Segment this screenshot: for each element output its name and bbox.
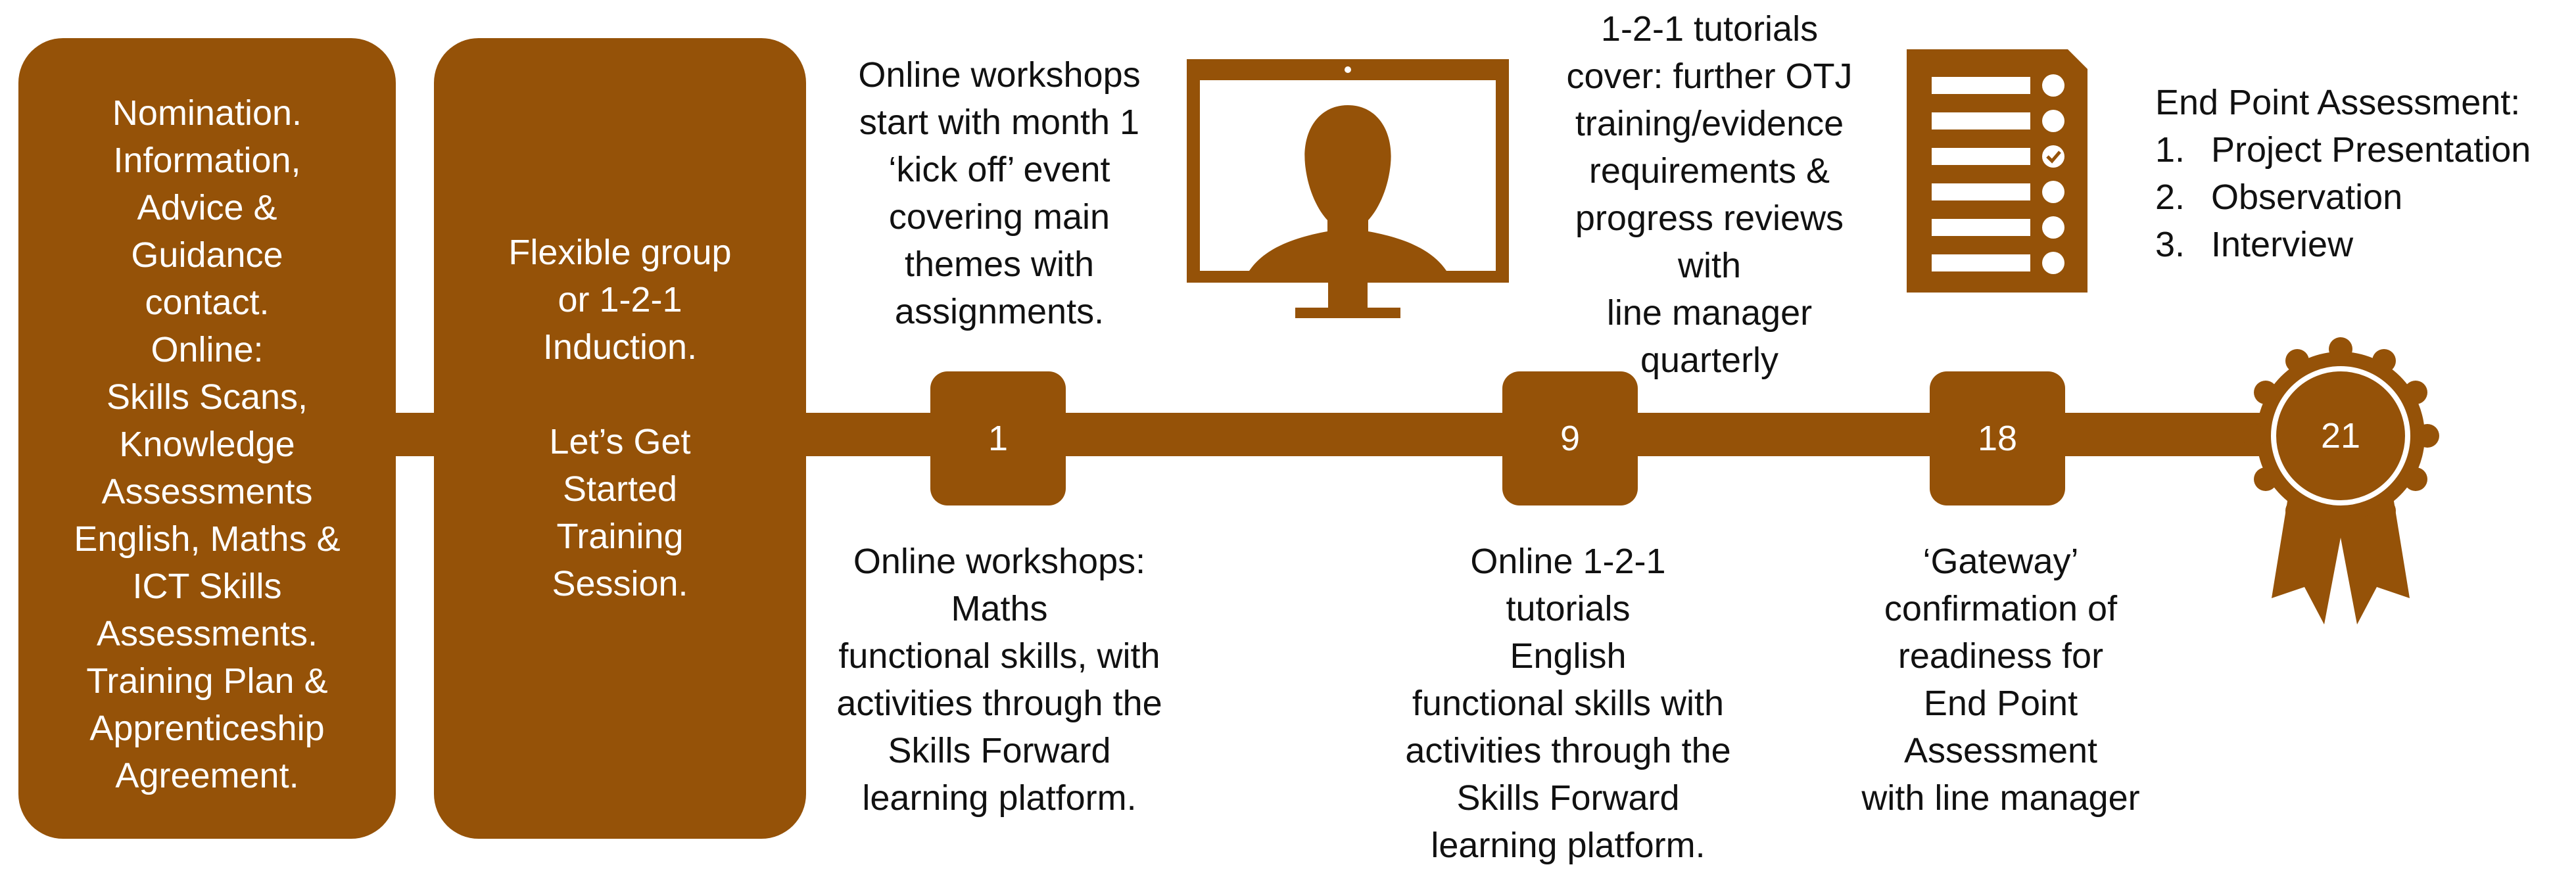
- box1-line: Skills Scans,: [106, 377, 308, 417]
- text-line: start with month 1: [859, 103, 1140, 142]
- text-line: covering main: [888, 197, 1110, 237]
- box1-line: Advice &: [137, 188, 277, 227]
- text-line: quarterly: [1640, 341, 1779, 380]
- box1-line: Nomination.: [112, 93, 302, 133]
- text-line: Online workshops:: [853, 542, 1146, 581]
- text-line: functional skills, with: [838, 636, 1160, 676]
- text-line: readiness for: [1897, 636, 2104, 676]
- box1-line: Information,: [113, 141, 301, 180]
- text-line: Assessment: [1903, 731, 2098, 770]
- text-line: requirements &: [1588, 151, 1830, 191]
- milestone-node-1: 1: [930, 371, 1066, 505]
- text-line: activities through the: [836, 684, 1162, 723]
- text-line: ‘Gateway’: [1922, 542, 2079, 581]
- text-line: training/evidence: [1575, 104, 1844, 143]
- box1-line: Training Plan &: [86, 661, 328, 701]
- text-line: assignments.: [894, 292, 1105, 331]
- box1-line: Apprenticeship: [89, 709, 325, 748]
- epa-item: 1. Project Presentation: [2155, 126, 2531, 174]
- text-line: Online workshops: [858, 55, 1141, 95]
- box2-spacer: [508, 371, 731, 418]
- bottom-text-maths: Online workshops: Maths functional skill…: [802, 538, 1197, 822]
- epa-item-num: 3.: [2155, 225, 2185, 264]
- milestone-label: 9: [1560, 419, 1581, 458]
- epa-item: 3. Interview: [2155, 221, 2531, 268]
- box2-line: or 1-2-1: [558, 280, 682, 319]
- box1-line: Guidance: [131, 235, 283, 275]
- stage-box-induction: Flexible group or 1-2-1 Induction. Let’s…: [434, 38, 806, 839]
- epa-item: 2. Observation: [2155, 174, 2531, 221]
- text-line: line manager: [1606, 293, 1813, 333]
- stage-box-induction-text: Flexible group or 1-2-1 Induction. Let’s…: [508, 229, 731, 839]
- text-line: confirmation of: [1884, 589, 2118, 628]
- stage-box-nomination: Nomination. Information, Advice & Guidan…: [18, 38, 396, 839]
- milestone-node-21: 21: [2275, 411, 2406, 461]
- epa-title: End Point Assessment:: [2155, 83, 2521, 122]
- box2-line: Induction.: [542, 327, 698, 367]
- box2-line: Started: [562, 469, 678, 509]
- box2-line: Flexible group: [508, 233, 732, 272]
- epa-item-num: 1.: [2155, 130, 2185, 170]
- milestone-node-18: 18: [1930, 371, 2065, 505]
- text-line: 1-2-1 tutorials: [1600, 9, 1819, 49]
- checklist-document-icon: [1907, 49, 2087, 293]
- box1-line: contact.: [145, 283, 270, 322]
- text-line: Online 1-2-1: [1470, 542, 1666, 581]
- text-line: ‘kick off’ event: [888, 150, 1110, 189]
- award-rosette-icon: [2242, 337, 2439, 624]
- box1-line: English, Maths &: [74, 519, 341, 559]
- box1-line: Online:: [151, 330, 264, 369]
- text-line: tutorials: [1506, 589, 1631, 628]
- text-line: Skills Forward: [1456, 778, 1680, 818]
- text-line: Maths: [951, 589, 1048, 628]
- box2-line: Let’s Get: [549, 422, 691, 461]
- box1-line: Agreement.: [115, 756, 299, 795]
- text-line: Skills Forward: [888, 731, 1111, 770]
- text-line: cover: further OTJ: [1566, 57, 1853, 96]
- bottom-text-gateway: ‘Gateway’ confirmation of readiness for …: [1803, 538, 2198, 822]
- text-line: learning platform.: [1431, 826, 1705, 865]
- milestone-label: 18: [1977, 419, 2018, 458]
- text-line: English: [1510, 636, 1627, 676]
- bottom-text-english: Online 1-2-1 tutorials English functiona…: [1371, 538, 1765, 869]
- epa-item-label: Project Presentation: [2211, 130, 2531, 170]
- epa-item-num: 2.: [2155, 177, 2185, 217]
- text-line: progress reviews: [1575, 199, 1844, 238]
- box1-line: Assessments: [101, 472, 313, 511]
- milestone-label: 21: [2320, 416, 2361, 456]
- text-line: with line manager: [1861, 778, 2140, 818]
- epa-item-label: Interview: [2211, 225, 2354, 264]
- text-line: functional skills with: [1412, 684, 1725, 723]
- milestone-node-9: 9: [1502, 371, 1638, 505]
- text-line: End Point: [1923, 684, 2078, 723]
- text-line: learning platform.: [862, 778, 1137, 818]
- milestone-label: 1: [988, 419, 1009, 458]
- box1-line: Knowledge: [119, 425, 295, 464]
- stage-box-nomination-text: Nomination. Information, Advice & Guidan…: [74, 89, 340, 839]
- text-line: themes with: [904, 245, 1095, 284]
- top-text-tutorials: 1-2-1 tutorials cover: further OTJ train…: [1512, 5, 1907, 384]
- box2-line: Training: [556, 517, 684, 556]
- top-text-month-1: Online workshops start with month 1 ‘kic…: [802, 51, 1197, 335]
- box1-line: Assessments.: [96, 614, 318, 653]
- computer-monitor-user-icon: [1187, 59, 1509, 318]
- box2-line: Session.: [552, 564, 688, 603]
- epa-item-label: Observation: [2211, 177, 2403, 217]
- end-point-assessment: End Point Assessment: 1. Project Presenta…: [2155, 79, 2531, 268]
- text-line: activities through the: [1405, 731, 1731, 770]
- box1-line: ICT Skills: [132, 567, 282, 606]
- text-line: with: [1677, 246, 1742, 285]
